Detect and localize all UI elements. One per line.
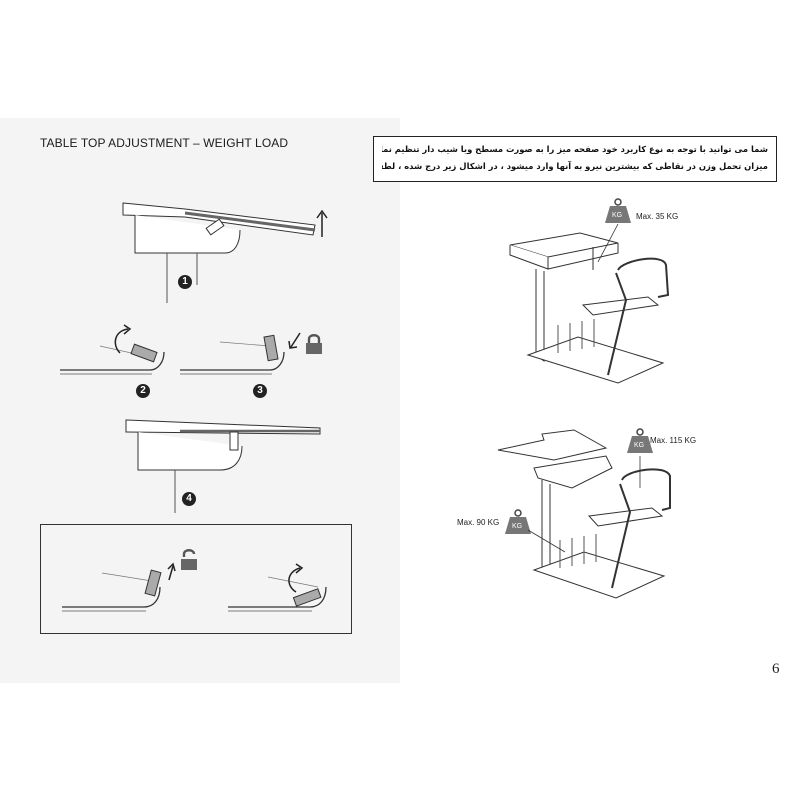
step-4-badge: 4 bbox=[182, 492, 196, 506]
step4-illustration bbox=[125, 419, 321, 513]
step2-illustration bbox=[60, 343, 165, 375]
rotate-arrow-icon bbox=[114, 324, 132, 354]
down-arrow-icon bbox=[288, 332, 301, 349]
notice-box: شما می توانید با توجه به نوع کاربرد خود … bbox=[373, 136, 777, 182]
step1-illustration bbox=[122, 202, 316, 303]
unlock-steps-box bbox=[40, 524, 352, 634]
weight-icon bbox=[505, 509, 531, 534]
step-3-badge: 3 bbox=[253, 384, 267, 398]
lock-open-icon bbox=[181, 549, 197, 570]
lock-closed-icon bbox=[306, 334, 322, 354]
kg-icon-label-seat: KG bbox=[634, 442, 645, 449]
weight-icon bbox=[605, 198, 631, 223]
weight-label-shelf: Max. 90 KG bbox=[457, 518, 500, 527]
section-title: TABLE TOP ADJUSTMENT – WEIGHT LOAD bbox=[40, 136, 289, 150]
step3-illustration bbox=[180, 334, 285, 375]
notice-line-2: میزان تحمل وزن در نقاطی که بیشترین نیرو … bbox=[382, 161, 768, 171]
notice-line-1: شما می توانید با توجه به نوع کاربرد خود … bbox=[382, 144, 768, 154]
weight-icon bbox=[627, 428, 653, 453]
unlock-illustration-2 bbox=[228, 576, 327, 612]
weight-label-seat: Max. 115 KG bbox=[650, 436, 697, 445]
step-2-badge: 2 bbox=[136, 384, 150, 398]
up-arrow-icon bbox=[316, 209, 328, 237]
unlock-illustration-1 bbox=[62, 569, 162, 612]
page-number: 6 bbox=[772, 661, 780, 677]
desk-illustration-bottom bbox=[497, 429, 671, 599]
step-1-badge: 1 bbox=[178, 275, 192, 289]
weight-label-top: Max. 35 KG bbox=[636, 212, 679, 221]
desk-illustration-top bbox=[509, 232, 670, 384]
up-arrow-small-icon bbox=[167, 562, 176, 581]
kg-icon-label-top: KG bbox=[612, 212, 623, 219]
rotate-back-arrow-icon bbox=[288, 563, 304, 593]
kg-icon-label-shelf: KG bbox=[512, 523, 523, 530]
